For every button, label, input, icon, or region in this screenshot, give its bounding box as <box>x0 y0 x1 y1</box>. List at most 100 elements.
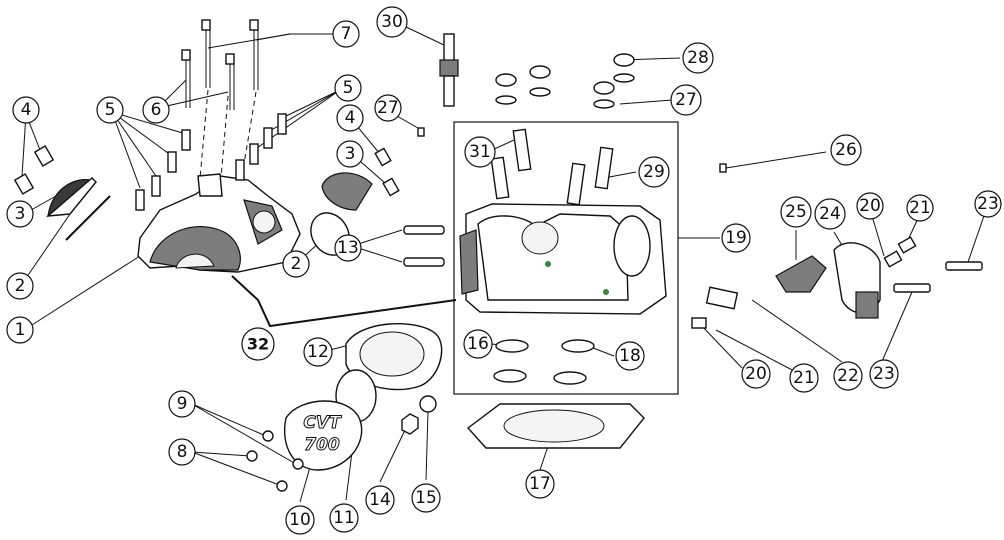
callout-18: 18 <box>615 341 645 371</box>
callout-7: 7 <box>332 20 360 48</box>
callout-number: 26 <box>835 140 857 160</box>
callout-5-right: 5 <box>334 74 362 102</box>
callout-number: 3 <box>345 144 356 164</box>
callout-number: 25 <box>785 202 807 222</box>
callout-number: 10 <box>289 510 311 530</box>
callout-number: 20 <box>745 364 767 384</box>
callout-3-left: 3 <box>6 200 34 228</box>
callout-20-upper: 20 <box>856 192 884 220</box>
callout-10: 10 <box>285 505 315 535</box>
callout-27-mid: 27 <box>374 94 402 122</box>
callout-number: 5 <box>343 78 354 98</box>
cover-logo-line2: 700 <box>304 435 340 455</box>
callout-12: 12 <box>303 337 333 367</box>
callout-15: 15 <box>411 483 441 513</box>
cylinder-head-cover <box>137 173 301 273</box>
callout-4-left: 4 <box>12 96 40 124</box>
callout-number: 20 <box>859 196 881 216</box>
callout-19: 19 <box>721 223 751 253</box>
callout-number: 5 <box>105 100 116 120</box>
cover-gasket <box>335 323 443 423</box>
callout-number: 29 <box>643 162 665 182</box>
callout-number: 22 <box>837 366 859 386</box>
callout-17: 17 <box>525 469 555 499</box>
callout-1: 1 <box>6 316 34 344</box>
callout-number: 17 <box>529 474 551 494</box>
callout-20-lower: 20 <box>741 359 771 389</box>
callout-number: 16 <box>467 334 489 354</box>
callout-number: 2 <box>291 254 302 274</box>
callout-14: 14 <box>365 485 395 515</box>
callout-number: 23 <box>977 194 999 214</box>
callout-number: 14 <box>369 490 391 510</box>
cylinder-head <box>459 203 667 315</box>
callout-11: 11 <box>329 503 359 533</box>
valve-seats <box>493 339 595 385</box>
callout-2-left: 2 <box>6 272 34 300</box>
callout-number: 19 <box>725 228 747 248</box>
callout-number: 30 <box>381 12 403 32</box>
callout-25: 25 <box>780 196 812 228</box>
callout-number: 21 <box>909 198 931 218</box>
cylinder-head-frame <box>453 121 679 395</box>
studs-13 <box>403 225 445 267</box>
callout-number: 18 <box>619 346 641 366</box>
callout-number: 28 <box>687 48 709 68</box>
callout-number: 8 <box>177 442 188 462</box>
callout-30: 30 <box>376 6 408 38</box>
callout-number: 27 <box>377 98 399 118</box>
callout-28: 28 <box>682 42 714 74</box>
callout-number: 1 <box>15 320 26 340</box>
callout-5-left: 5 <box>96 96 124 124</box>
callout-6: 6 <box>142 96 170 124</box>
callout-13: 13 <box>334 234 362 262</box>
callout-24: 24 <box>814 198 846 230</box>
callout-number: 23 <box>873 364 895 384</box>
callout-number: 2 <box>15 276 26 296</box>
callout-32: 32 <box>241 327 275 361</box>
callouts: 1 2 3 4 5 6 7 5 30 27 4 3 2 13 32 28 27 … <box>6 6 1002 535</box>
callout-number: 27 <box>675 90 697 110</box>
spark-plug <box>439 33 459 107</box>
callout-number: 3 <box>15 204 26 224</box>
callout-8: 8 <box>168 438 196 466</box>
callout-21-lower: 21 <box>789 363 819 393</box>
callout-number: 7 <box>341 24 352 44</box>
callout-number: 21 <box>793 368 815 388</box>
callout-number: 11 <box>333 508 355 528</box>
callout-29: 29 <box>638 156 670 188</box>
callout-number: 4 <box>21 100 32 120</box>
leader-lines <box>21 25 987 503</box>
callout-number: 13 <box>337 238 359 258</box>
cvt-cover: CVT 700 <box>246 400 363 492</box>
callout-23-upper: 23 <box>974 190 1002 218</box>
cover-logo-line1: CVT <box>303 413 342 433</box>
nuts-washers-top <box>495 53 635 109</box>
callout-number: 15 <box>415 488 437 508</box>
callout-23-lower: 23 <box>869 359 899 389</box>
thermostat-housing <box>691 163 983 329</box>
left-small-cover <box>13 145 111 241</box>
callout-16: 16 <box>463 329 493 359</box>
callout-9: 9 <box>168 390 196 418</box>
callout-31: 31 <box>464 136 496 168</box>
callout-number: 31 <box>469 142 491 162</box>
callout-number: 4 <box>345 108 356 128</box>
callout-number: 12 <box>307 342 329 362</box>
short-bolts <box>135 113 287 211</box>
nuts-14-15 <box>401 395 437 435</box>
callout-27-right: 27 <box>670 84 702 116</box>
callout-number: 9 <box>177 394 188 414</box>
head-gasket <box>466 403 645 449</box>
callout-3-right: 3 <box>336 140 364 168</box>
long-bolts <box>181 19 259 110</box>
callout-21-upper: 21 <box>906 194 934 222</box>
callout-2-right: 2 <box>282 250 310 278</box>
valve-guides <box>490 128 614 206</box>
callout-number: 32 <box>247 335 269 354</box>
callout-26: 26 <box>830 134 862 166</box>
callout-22: 22 <box>833 361 863 391</box>
callout-4-right: 4 <box>336 104 364 132</box>
callout-number: 6 <box>151 100 162 120</box>
